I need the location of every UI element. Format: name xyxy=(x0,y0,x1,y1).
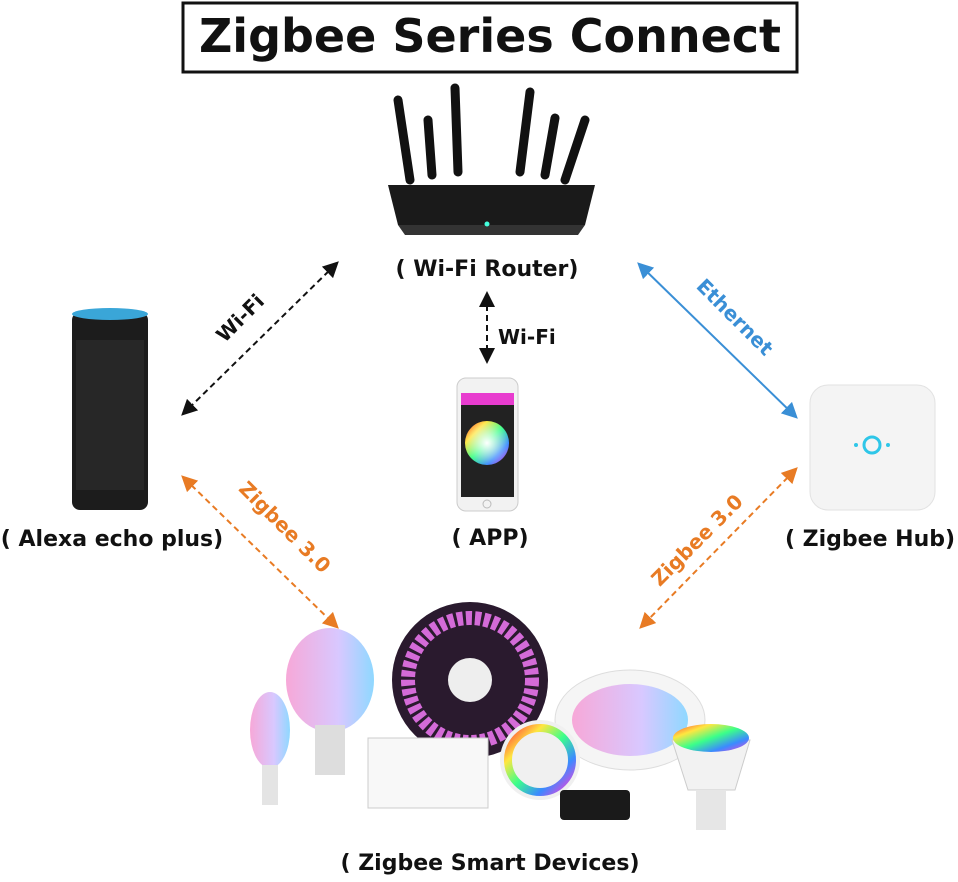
zigbee-label-hub: Zigbee 3.0 xyxy=(646,489,747,590)
zigbee-hub-image xyxy=(809,384,936,511)
app-phone-image xyxy=(456,377,519,512)
router-image xyxy=(388,83,595,235)
ethernet-label: Ethernet xyxy=(692,274,779,361)
router-label: ( Wi-Fi Router) xyxy=(396,257,579,282)
alexa-label: ( Alexa echo plus) xyxy=(1,527,223,552)
zigbee-arrow-alexa-devices xyxy=(181,475,339,629)
diagram-title: Zigbee Series Connect xyxy=(199,9,781,63)
app-label: ( APP) xyxy=(451,526,528,551)
zigbee-arrow-hub-devices xyxy=(639,467,798,629)
wifi-label-app: Wi-Fi xyxy=(498,325,556,349)
title-box: Zigbee Series Connect xyxy=(181,1,799,74)
wifi-arrow-alexa-router xyxy=(181,261,339,416)
smart-devices-image xyxy=(250,602,751,830)
ethernet-arrow-hub-router xyxy=(637,262,798,419)
hub-label: ( Zigbee Hub) xyxy=(785,527,955,552)
alexa-echo-image xyxy=(72,308,148,510)
devices-label: ( Zigbee Smart Devices) xyxy=(340,851,639,876)
zigbee-label-alexa: Zigbee 3.0 xyxy=(234,476,335,577)
wifi-label-alexa: Wi-Fi xyxy=(211,289,269,347)
